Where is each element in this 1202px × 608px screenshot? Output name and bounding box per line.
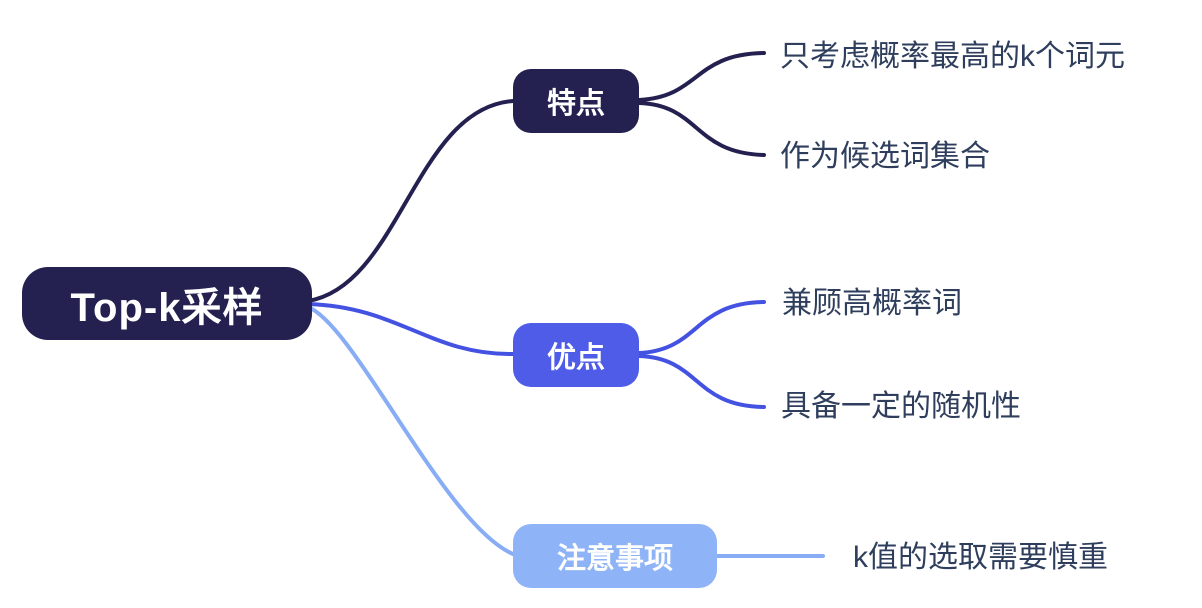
- edge-root-to-tedian: [306, 99, 515, 303]
- edge-tedian-to-leaf2: [637, 101, 766, 157]
- edge-youdian-to-leaf3: [637, 300, 766, 355]
- edge-tedian-to-leaf1: [637, 51, 766, 102]
- edge-root-to-zhuyi: [306, 305, 515, 556]
- edge-youdian-to-leaf4: [637, 354, 766, 409]
- leaf-node-high-prob-words[interactable]: 兼顾高概率词: [782, 287, 962, 320]
- root-node-topk-sampling[interactable]: Top-k采样: [22, 267, 312, 340]
- leaf-node-randomness[interactable]: 具备一定的随机性: [781, 390, 1021, 423]
- leaf-node-top-k-tokens[interactable]: 只考虑概率最高的k个词元: [780, 40, 1125, 73]
- leaf-node-k-value-choice[interactable]: k值的选取需要慎重: [853, 541, 1108, 574]
- branch-node-features[interactable]: 特点: [513, 69, 639, 133]
- branch-node-advantages[interactable]: 优点: [513, 323, 639, 387]
- leaf-node-candidate-set[interactable]: 作为候选词集合: [780, 140, 990, 173]
- edge-root-to-youdian: [306, 302, 515, 357]
- branch-node-notes[interactable]: 注意事项: [513, 524, 717, 588]
